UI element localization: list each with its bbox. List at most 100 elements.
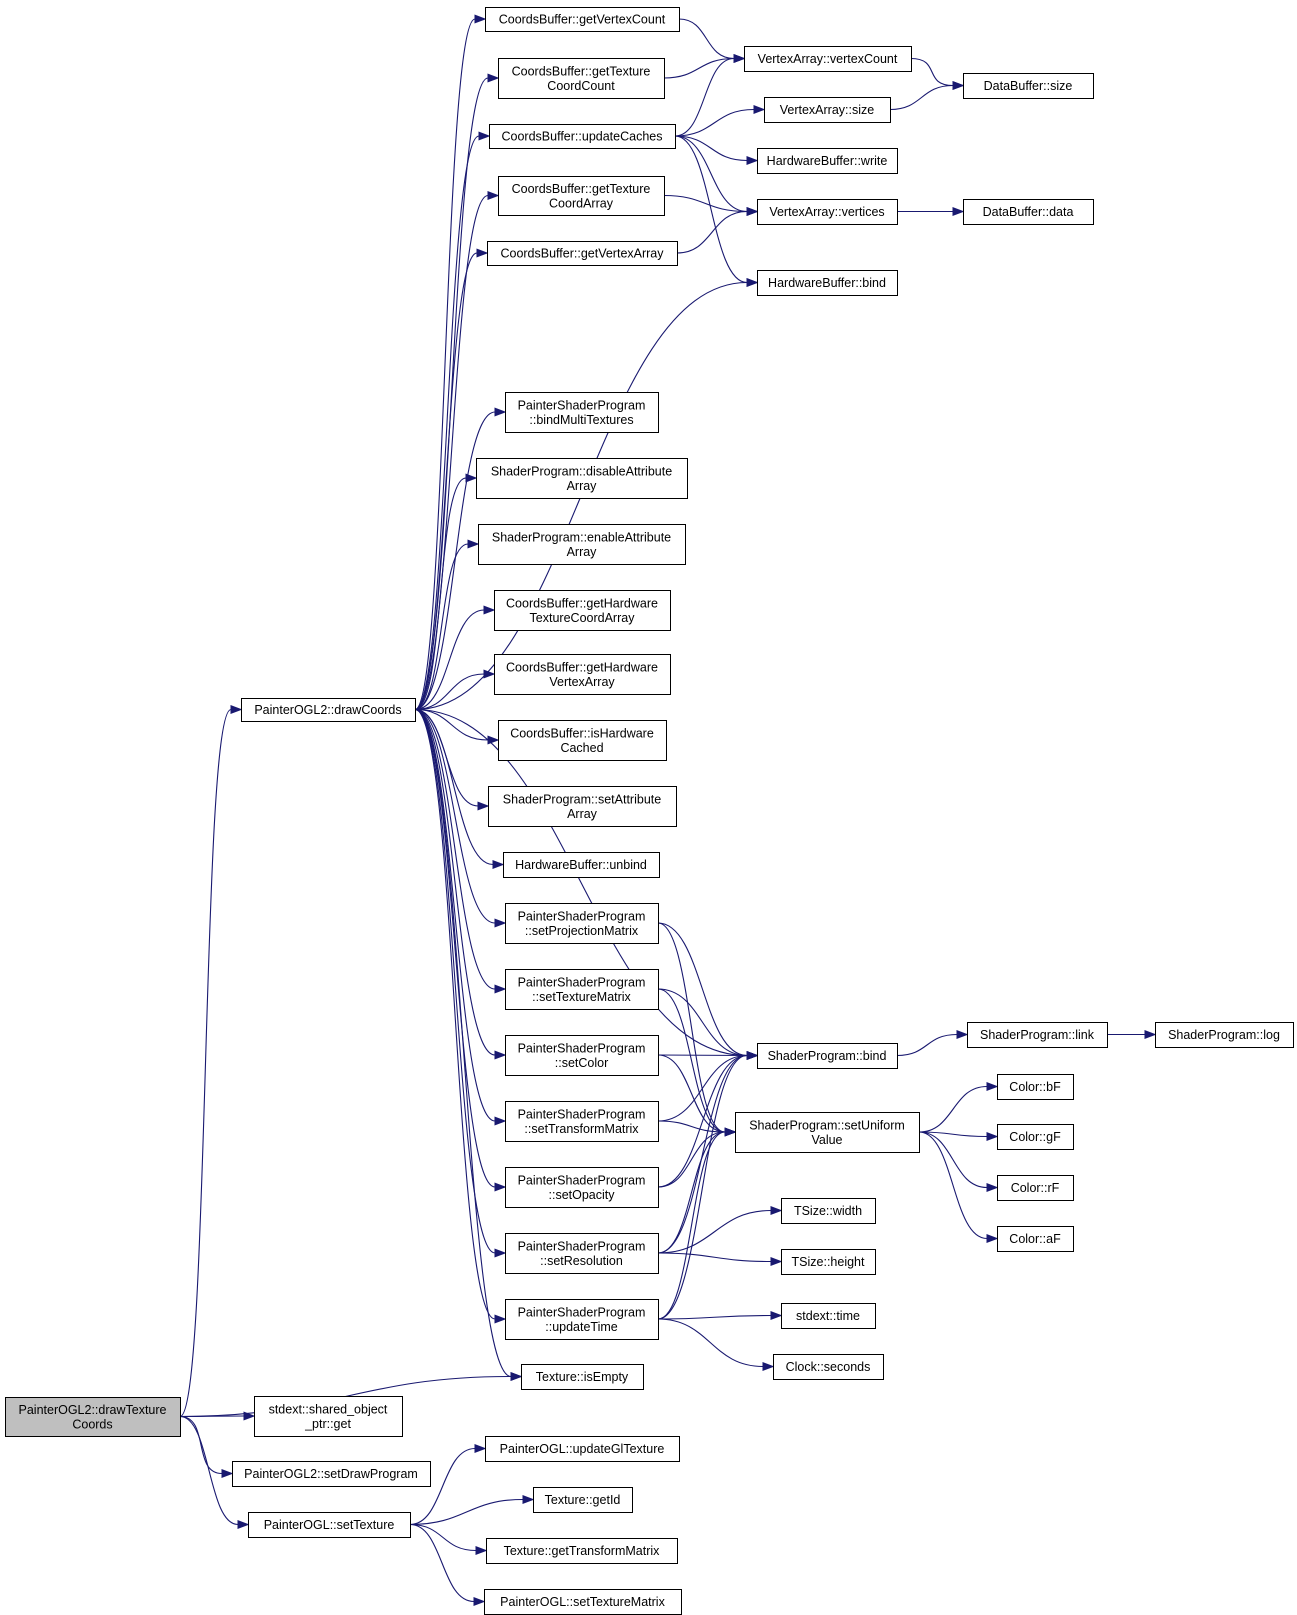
arrowhead bbox=[483, 605, 496, 615]
edge-setTexture-to-setTextureMatrixOGL bbox=[409, 1523, 486, 1607]
node-tsizeWidth[interactable]: TSize::width bbox=[781, 1198, 876, 1224]
node-updateGlTexture[interactable]: PainterOGL::updateGlTexture bbox=[485, 1436, 680, 1462]
edge-line bbox=[414, 708, 496, 1254]
node-stdextTime[interactable]: stdext::time bbox=[781, 1303, 876, 1329]
node-box bbox=[521, 1364, 644, 1390]
node-colorAF[interactable]: Color::aF bbox=[997, 1226, 1074, 1252]
node-getId[interactable]: Texture::getId bbox=[533, 1487, 633, 1513]
node-setProjectionMatrix[interactable]: PainterShaderProgram::setProjectionMatri… bbox=[505, 903, 659, 944]
node-sopGet[interactable]: stdext::shared_object_ptr::get bbox=[254, 1396, 403, 1437]
node-vaVertexCount[interactable]: VertexArray::vertexCount bbox=[744, 46, 912, 72]
node-colorGF[interactable]: Color::gF bbox=[997, 1124, 1074, 1150]
edge-updateCaches-to-vaSize bbox=[674, 104, 766, 137]
edge-setTextureMatrixPSP-to-spSetUniformValue bbox=[657, 988, 737, 1137]
node-vaSize[interactable]: VertexArray::size bbox=[764, 97, 891, 123]
edge-line bbox=[657, 1131, 726, 1188]
node-colorBF[interactable]: Color::bF bbox=[997, 1074, 1074, 1100]
edge-updateTime-to-clockSeconds bbox=[657, 1318, 775, 1372]
edge-line bbox=[414, 708, 512, 1378]
node-setTextureMatrixPSP[interactable]: PainterShaderProgram::setTextureMatrix bbox=[505, 969, 659, 1010]
edge-line bbox=[674, 135, 748, 284]
node-updateTime[interactable]: PainterShaderProgram::updateTime bbox=[505, 1299, 659, 1340]
node-box bbox=[744, 46, 912, 72]
node-label: PainterShaderProgram bbox=[518, 1107, 646, 1121]
node-box bbox=[232, 1461, 431, 1487]
node-box bbox=[757, 270, 898, 296]
node-label: ShaderProgram::disableAttribute bbox=[491, 464, 672, 478]
edge-updateTime-to-spBind bbox=[657, 1050, 759, 1320]
node-box bbox=[498, 176, 665, 216]
arrowhead bbox=[494, 1182, 507, 1192]
node-setOpacity[interactable]: PainterShaderProgram::setOpacity bbox=[505, 1167, 659, 1208]
node-spBind[interactable]: ShaderProgram::bind bbox=[757, 1043, 898, 1069]
arrowhead bbox=[467, 539, 480, 549]
edge-line bbox=[657, 1314, 772, 1320]
node-getHardwareTextureCoordArray[interactable]: CoordsBuffer::getHardwareTextureCoordArr… bbox=[494, 590, 671, 631]
edge-setResolution-to-spSetUniformValue bbox=[657, 1127, 737, 1254]
node-getVertexArray[interactable]: CoordsBuffer::getVertexArray bbox=[487, 241, 678, 266]
edge-setColor-to-spSetUniformValue bbox=[657, 1054, 737, 1137]
edge-drawCoords-to-getVertexArray bbox=[414, 248, 489, 711]
arrowhead bbox=[237, 1519, 250, 1530]
arrowhead bbox=[986, 1131, 999, 1142]
node-hbBind[interactable]: HardwareBuffer::bind bbox=[757, 270, 898, 296]
node-bindMultiTextures[interactable]: PainterShaderProgram::bindMultiTextures bbox=[505, 392, 659, 433]
node-label: ShaderProgram::enableAttribute bbox=[492, 530, 671, 544]
arrowhead bbox=[478, 131, 491, 141]
node-setTransformMatrix[interactable]: PainterShaderProgram::setTransformMatrix bbox=[505, 1101, 659, 1142]
node-setDrawProgram[interactable]: PainterOGL2::setDrawProgram bbox=[232, 1461, 431, 1487]
node-spLog[interactable]: ShaderProgram::log bbox=[1155, 1022, 1294, 1048]
arrowhead bbox=[1144, 1029, 1157, 1040]
node-tsizeHeight[interactable]: TSize::height bbox=[781, 1249, 876, 1275]
node-getTransformMatrix[interactable]: Texture::getTransformMatrix bbox=[486, 1538, 678, 1564]
node-box bbox=[241, 698, 416, 722]
edge-drawCoords-to-updateTime bbox=[414, 708, 507, 1324]
edge-spSetUniformValue-to-colorRF bbox=[918, 1131, 999, 1193]
edge-drawCoords-to-isEmpty bbox=[414, 708, 523, 1382]
node-colorRF[interactable]: Color::rF bbox=[997, 1175, 1074, 1201]
edge-drawCoords-to-getHardwareVertexArray bbox=[414, 669, 496, 711]
edge-drawCoords-to-disableAttributeArray bbox=[414, 473, 478, 711]
edge-line bbox=[889, 84, 954, 111]
node-setTextureMatrixOGL[interactable]: PainterOGL::setTextureMatrix bbox=[484, 1589, 682, 1615]
edge-line bbox=[657, 1054, 748, 1254]
node-box bbox=[498, 720, 667, 761]
arrowhead bbox=[494, 984, 507, 994]
node-isEmpty[interactable]: Texture::isEmpty bbox=[521, 1364, 644, 1390]
node-label: Array bbox=[567, 545, 598, 559]
edge-line bbox=[414, 411, 496, 711]
node-setResolution[interactable]: PainterShaderProgram::setResolution bbox=[505, 1233, 659, 1274]
arrowhead bbox=[494, 1116, 507, 1126]
edge-updateTime-to-spSetUniformValue bbox=[657, 1127, 737, 1320]
arrowhead bbox=[473, 1596, 486, 1607]
edge-vaVertices-to-dbData bbox=[897, 206, 965, 217]
node-spLink[interactable]: ShaderProgram::link bbox=[967, 1022, 1108, 1048]
edge-drawCoords-to-setResolution bbox=[414, 708, 507, 1258]
node-setColor[interactable]: PainterShaderProgram::setColor bbox=[505, 1035, 659, 1076]
node-dbData[interactable]: DataBuffer::data bbox=[963, 199, 1094, 225]
node-label: CoordsBuffer::getHardware bbox=[506, 596, 658, 610]
edge-drawTextureCoords-to-sopGet bbox=[179, 1411, 256, 1421]
node-label: CoordsBuffer::getVertexArray bbox=[500, 247, 664, 261]
node-hbWrite[interactable]: HardwareBuffer::write bbox=[757, 148, 898, 174]
node-updateCaches[interactable]: CoordsBuffer::updateCaches bbox=[489, 124, 676, 149]
node-getVertexCount[interactable]: CoordsBuffer::getVertexCount bbox=[485, 7, 680, 32]
node-clockSeconds[interactable]: Clock::seconds bbox=[773, 1354, 884, 1380]
node-setTexture[interactable]: PainterOGL::setTexture bbox=[248, 1512, 411, 1538]
node-drawCoords[interactable]: PainterOGL2::drawCoords bbox=[241, 698, 416, 722]
node-vaVertices[interactable]: VertexArray::vertices bbox=[757, 199, 898, 225]
node-dbSize[interactable]: DataBuffer::size bbox=[963, 73, 1094, 99]
node-box bbox=[533, 1487, 633, 1513]
edge-line bbox=[918, 1085, 988, 1133]
node-hbUnbind[interactable]: HardwareBuffer::unbind bbox=[503, 852, 660, 878]
node-box bbox=[773, 1354, 884, 1380]
